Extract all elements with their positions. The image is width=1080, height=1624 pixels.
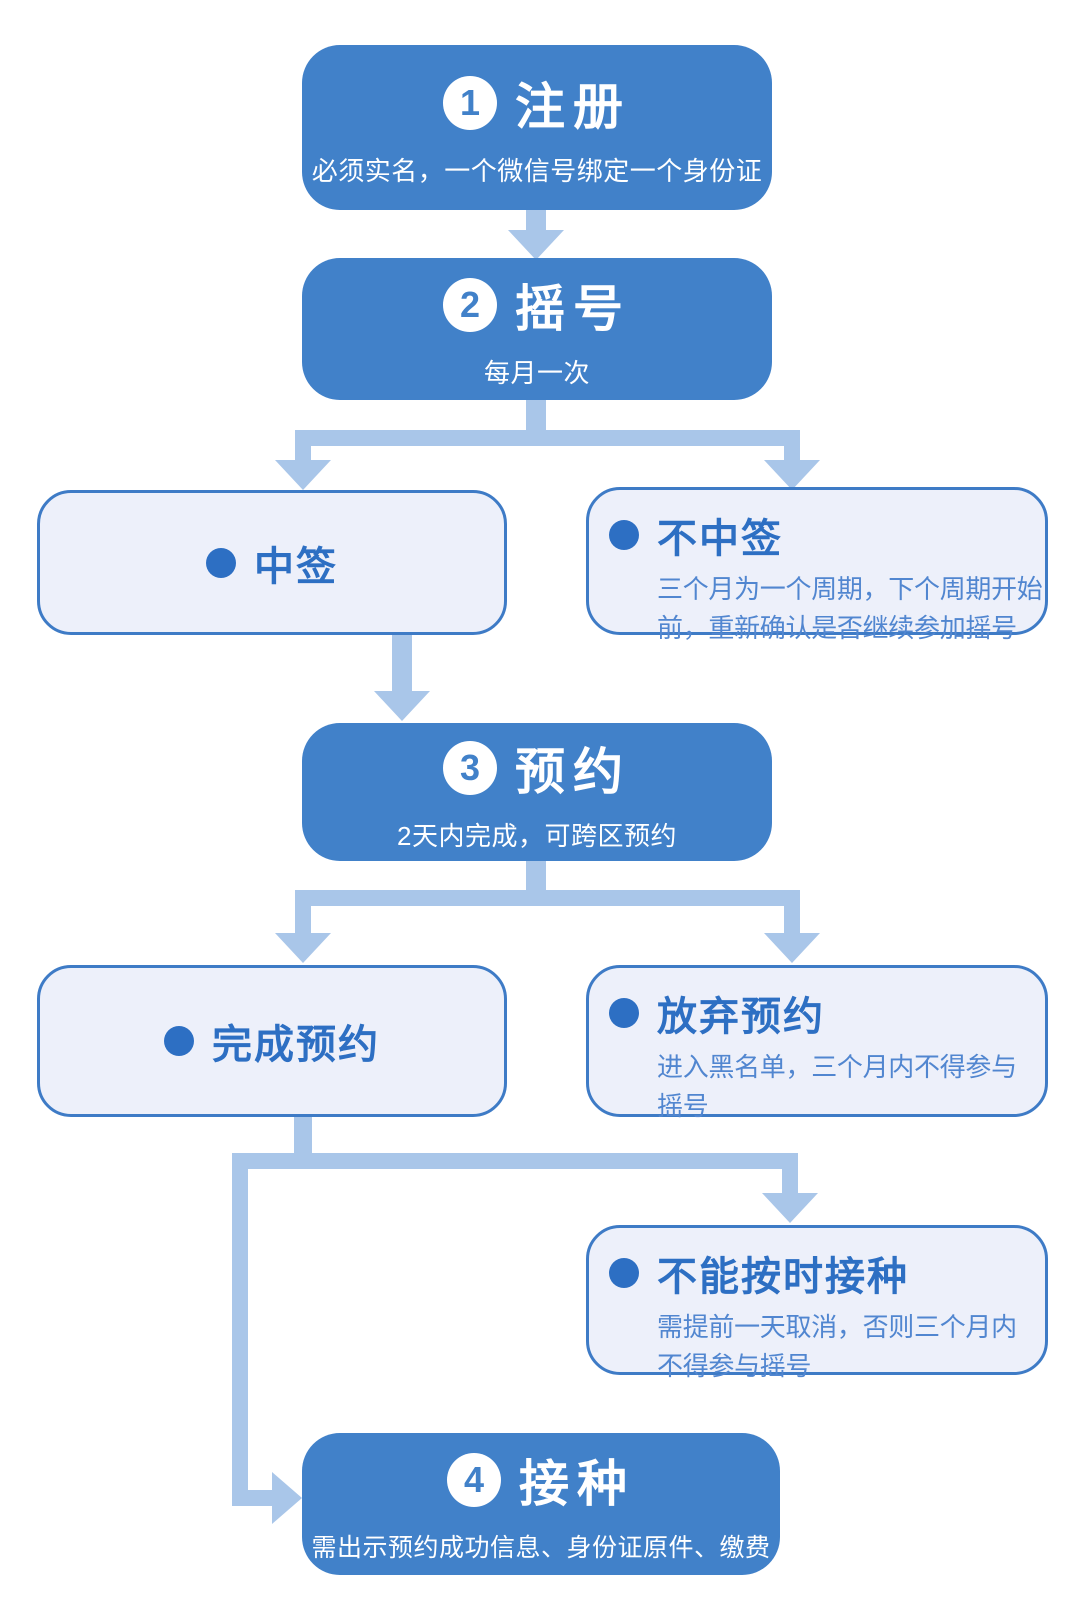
outcome-box-abandon-appointment: 放弃预约 进入黑名单，三个月内不得参与 摇号 xyxy=(586,965,1048,1121)
connector-lottery-split-left-drop xyxy=(295,446,311,462)
outcome-detail-lose: 三个月为一个周期，下个周期开始 前，重新确认是否继续参加摇号 xyxy=(657,574,1043,643)
arrow-right-icon xyxy=(272,1472,302,1524)
step-box-register: 1 注册 必须实名，一个微信号绑定一个身份证 xyxy=(302,45,772,210)
step-number-badge-3: 3 xyxy=(443,740,497,795)
bullet-icon xyxy=(609,998,639,1028)
outcome-box-complete-appointment: 完成预约 xyxy=(37,965,507,1117)
arrow-down-icon xyxy=(764,460,820,490)
step-subtitle-register: 必须实名，一个微信号绑定一个身份证 xyxy=(311,156,763,186)
connector-lottery-split-stub xyxy=(526,400,546,432)
step-title-row: 1 注册 xyxy=(443,67,631,139)
step-subtitle-vaccination: 需出示预约成功信息、身份证原件、缴费 xyxy=(311,1534,771,1562)
arrow-register-to-lottery-shaft xyxy=(526,210,546,234)
bullet-icon xyxy=(609,520,639,550)
outcome-row: 不能按时接种 xyxy=(609,1244,1037,1302)
outcome-detail-abandon: 进入黑名单，三个月内不得参与 摇号 xyxy=(657,1052,1017,1121)
bullet-icon xyxy=(164,1026,194,1056)
step-title-register: 注册 xyxy=(515,79,631,135)
arrow-down-icon xyxy=(508,230,564,260)
arrow-down-icon xyxy=(374,691,430,721)
arrow-down-icon xyxy=(762,1193,818,1223)
connector-appointment-split-right-drop xyxy=(784,906,800,933)
connector-complete-stub xyxy=(294,1117,312,1155)
connector-lottery-split-bar xyxy=(295,430,800,446)
step-title-row: 4 接种 xyxy=(447,1444,635,1516)
arrow-down-icon xyxy=(764,933,820,963)
outcome-row: 中签 xyxy=(206,534,338,592)
outcome-title-lose: 不中签 xyxy=(657,517,783,561)
outcome-title-win: 中签 xyxy=(254,544,338,589)
step-title-row: 3 预约 xyxy=(443,732,631,804)
step-box-vaccination: 4 接种 需出示预约成功信息、身份证原件、缴费 xyxy=(302,1433,780,1575)
bullet-icon xyxy=(206,547,236,578)
outcome-row: 完成预约 xyxy=(164,1012,380,1070)
step-number-badge-4: 4 xyxy=(447,1453,501,1507)
arrow-win-to-appointment-shaft xyxy=(392,635,412,693)
connector-complete-left-vertical xyxy=(232,1153,248,1506)
connector-appointment-split-left-drop xyxy=(295,906,311,933)
outcome-row: 不中签 xyxy=(609,506,1037,564)
arrow-down-icon xyxy=(275,460,331,490)
connector-complete-bar xyxy=(232,1153,798,1169)
outcome-box-win: 中签 xyxy=(37,490,507,635)
step-subtitle-appointment: 2天内完成，可跨区预约 xyxy=(397,820,677,851)
step-subtitle-lottery: 每月一次 xyxy=(483,357,590,388)
connector-lottery-split-right-drop xyxy=(784,446,800,462)
step-title-vaccination: 接种 xyxy=(519,1456,635,1512)
bullet-icon xyxy=(609,1258,639,1288)
outcome-box-cannot-vaccinate-on-time: 不能按时接种 需提前一天取消，否则三个月内 不得参与摇号 xyxy=(586,1225,1048,1381)
step-title-row: 2 摇号 xyxy=(443,269,631,341)
step-number-badge-2: 2 xyxy=(443,277,497,332)
connector-complete-right-drop xyxy=(782,1169,798,1193)
outcome-box-lose: 不中签 三个月为一个周期，下个周期开始 前，重新确认是否继续参加摇号 xyxy=(586,487,1048,643)
step-title-lottery: 摇号 xyxy=(515,280,631,337)
outcome-title-late: 不能按时接种 xyxy=(657,1255,909,1299)
step-title-appointment: 预约 xyxy=(515,743,631,800)
connector-complete-left-horizontal xyxy=(232,1490,272,1506)
outcome-detail-late: 需提前一天取消，否则三个月内 不得参与摇号 xyxy=(657,1312,1017,1381)
connector-appointment-split-bar xyxy=(295,890,800,906)
step-box-lottery: 2 摇号 每月一次 xyxy=(302,258,772,400)
step-number-badge-1: 1 xyxy=(443,76,497,130)
step-box-appointment: 3 预约 2天内完成，可跨区预约 xyxy=(302,723,772,861)
outcome-row: 放弃预约 xyxy=(609,984,1037,1042)
connector-appointment-split-stub xyxy=(526,861,546,892)
arrow-down-icon xyxy=(275,933,331,963)
outcome-title-complete: 完成预约 xyxy=(212,1023,380,1067)
outcome-title-abandon: 放弃预约 xyxy=(657,995,825,1039)
